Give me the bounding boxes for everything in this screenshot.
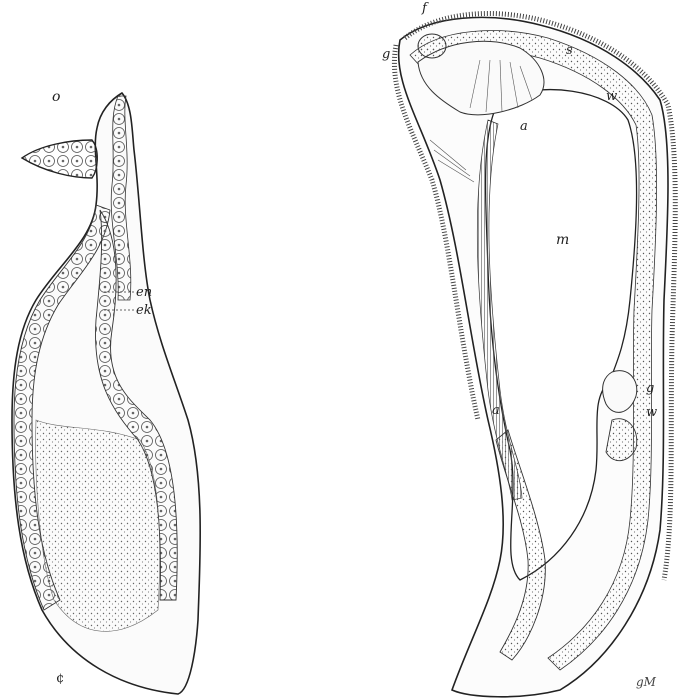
- label-g-top: g: [382, 47, 390, 62]
- label-en: en: [136, 285, 152, 300]
- left-section: [12, 93, 200, 694]
- label-w-top: w: [606, 89, 617, 104]
- label-m: m: [556, 232, 569, 248]
- label-mark: ¢: [56, 671, 64, 686]
- label-w-mid: w: [646, 405, 657, 420]
- label-a-low: a: [492, 403, 500, 418]
- label-ek: ek: [136, 303, 152, 318]
- label-s: s: [566, 43, 573, 58]
- signature: gM: [636, 675, 657, 689]
- right-section: [394, 14, 675, 697]
- label-g-mid: g: [646, 381, 654, 396]
- label-f: f: [421, 1, 429, 16]
- label-a-top: a: [520, 119, 528, 134]
- label-o: o: [52, 89, 60, 105]
